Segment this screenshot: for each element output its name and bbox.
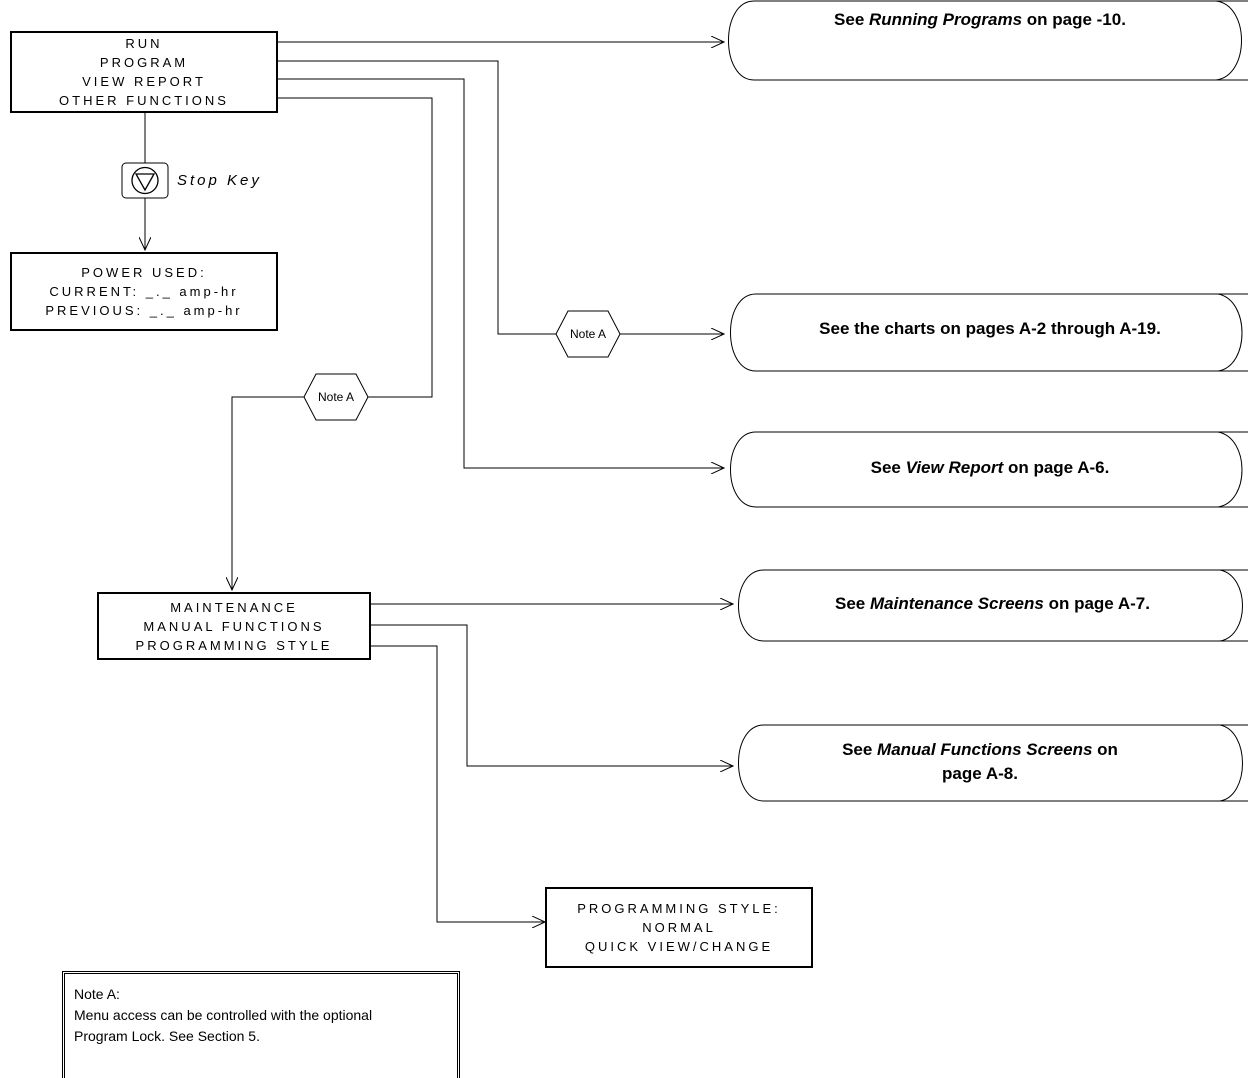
power-used-screen: POWER USED: CURRENT: _._ amp-hr PREVIOUS… [10, 252, 278, 331]
note-a-line-1: Menu access can be controlled with the o… [74, 1007, 373, 1023]
stop-key-icon [131, 166, 159, 195]
connector-view-report [278, 78, 724, 468]
connector-other-note [232, 396, 304, 590]
menu-item-programming-style[interactable]: PROGRAMMING STYLE [135, 637, 333, 653]
other-functions-menu: MAINTENANCE MANUAL FUNCTIONS PROGRAMMING… [97, 592, 371, 660]
note-a-title: Note A: [74, 986, 120, 1002]
menu-item-manual-functions[interactable]: MANUAL FUNCTIONS [143, 618, 325, 634]
ref-box-running-outline [728, 0, 1248, 81]
stop-key-label: Stop Key [177, 172, 262, 189]
ref-box-view-outline [730, 431, 1248, 508]
connector-other-functions [278, 97, 433, 398]
menu-item-maintenance[interactable]: MAINTENANCE [170, 599, 298, 615]
connector-manual [371, 624, 733, 766]
note-tag-program: Note A [569, 327, 607, 341]
menu-item-view-report[interactable]: VIEW REPORT [82, 74, 206, 89]
programming-style-screen: PROGRAMMING STYLE: NORMAL QUICK VIEW/CHA… [545, 887, 813, 968]
ref-box-charts-outline [730, 293, 1248, 372]
programming-style-title: PROGRAMMING STYLE: [577, 901, 781, 916]
note-tag-other-functions: Note A [317, 390, 355, 404]
ref-charts: See the charts on pages A-2 through A-19… [819, 319, 1161, 338]
connector-program [278, 60, 556, 335]
connector-style [371, 645, 545, 922]
ref-view-report: See View Report on page A-6. [870, 458, 1110, 477]
stop-key-button-outline [121, 162, 169, 199]
menu-item-other-functions[interactable]: OTHER FUNCTIONS [59, 93, 229, 108]
ref-box-manual-outline [738, 724, 1248, 802]
menu-item-program[interactable]: PROGRAM [99, 55, 189, 70]
power-used-title: POWER USED: [81, 265, 207, 280]
power-current: CURRENT: _._ amp-hr [49, 284, 239, 299]
menu-item-run[interactable]: RUN [125, 36, 163, 51]
note-a-line-2: Program Lock. See Section 5. [74, 1028, 260, 1044]
note-hexagon-program [555, 310, 621, 358]
note-a-box: Note A: Menu access can be controlled wi… [62, 971, 460, 1078]
note-hexagon-other [303, 373, 369, 421]
ref-box-maintenance-outline [738, 569, 1248, 642]
main-menu-screen: RUN PROGRAM VIEW REPORT OTHER FUNCTIONS [10, 31, 278, 113]
ref-maintenance-screens: See Maintenance Screens on page A-7. [835, 594, 1150, 613]
programming-style-quick[interactable]: QUICK VIEW/CHANGE [584, 939, 774, 954]
power-previous: PREVIOUS: _._ amp-hr [45, 303, 243, 318]
programming-style-normal[interactable]: NORMAL [642, 920, 716, 935]
ref-manual-functions: See Manual Functions Screens on page A-8… [842, 740, 1118, 783]
ref-running-programs: See Running Programs on page -10. [834, 10, 1126, 29]
